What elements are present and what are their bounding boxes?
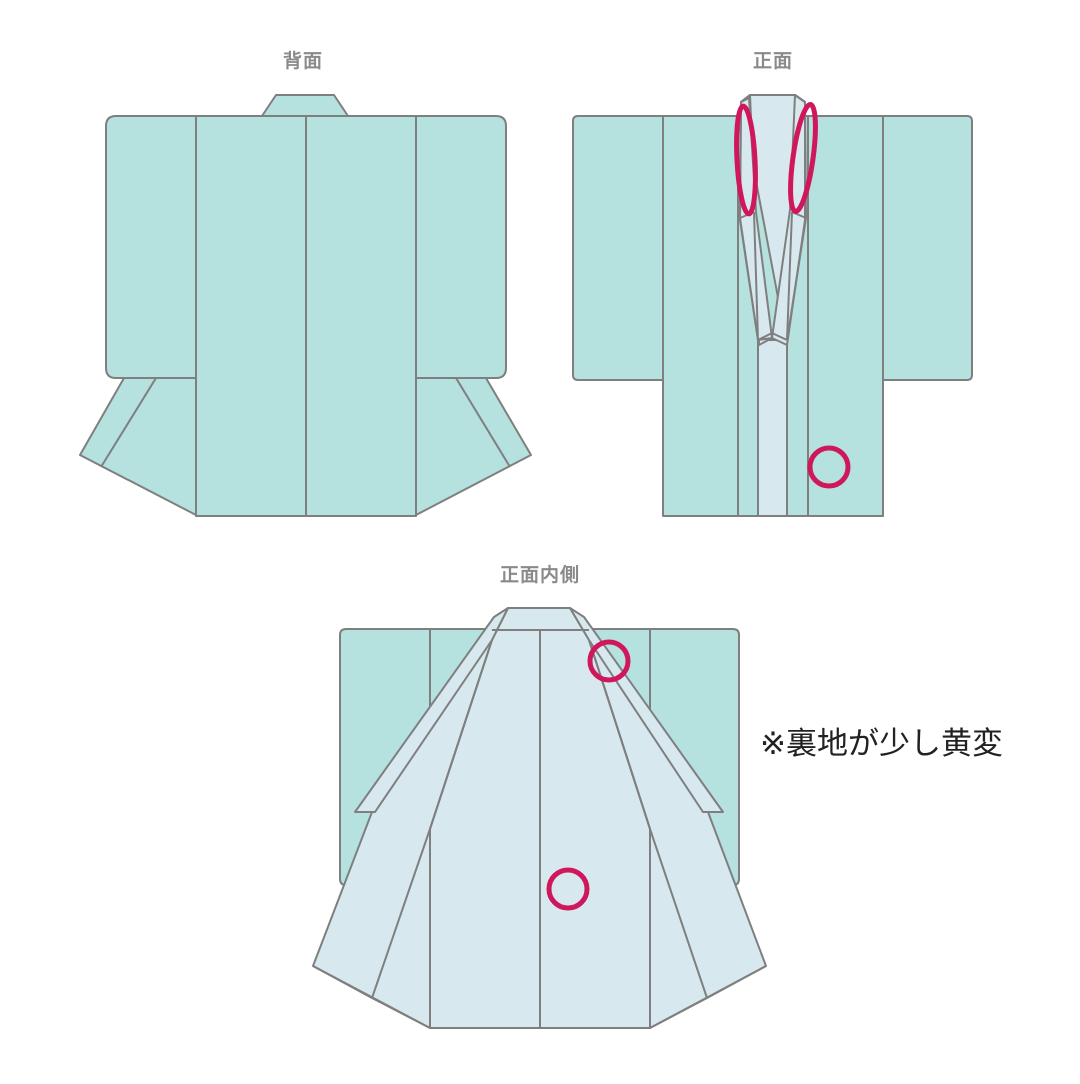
marker-front-right-collar xyxy=(788,102,818,214)
inner-view-label: 正面内側 xyxy=(499,564,580,586)
back-view xyxy=(79,94,532,517)
back-right-gusset xyxy=(415,377,532,516)
inner-left-collar xyxy=(354,607,509,813)
back-collar xyxy=(261,94,349,117)
marker-front-left-collar xyxy=(734,103,758,217)
back-left-gusset xyxy=(79,377,197,516)
marker-front-lower xyxy=(807,445,851,489)
condition-note: ※裏地が少し黄変 xyxy=(760,726,1003,762)
front-view-label: 正面 xyxy=(752,50,793,72)
front-left-sleeve xyxy=(572,115,664,381)
back-left-sleeve xyxy=(105,115,197,379)
back-right-sleeve xyxy=(415,115,507,379)
marker-inner-collar xyxy=(587,639,631,683)
damage-markers xyxy=(546,102,851,911)
front-right-sleeve xyxy=(882,115,973,381)
inner-view xyxy=(312,607,767,1029)
back-view-label: 背面 xyxy=(282,50,323,72)
inner-right-collar xyxy=(569,607,724,813)
front-view xyxy=(572,94,973,517)
marker-inner-center xyxy=(546,867,590,911)
